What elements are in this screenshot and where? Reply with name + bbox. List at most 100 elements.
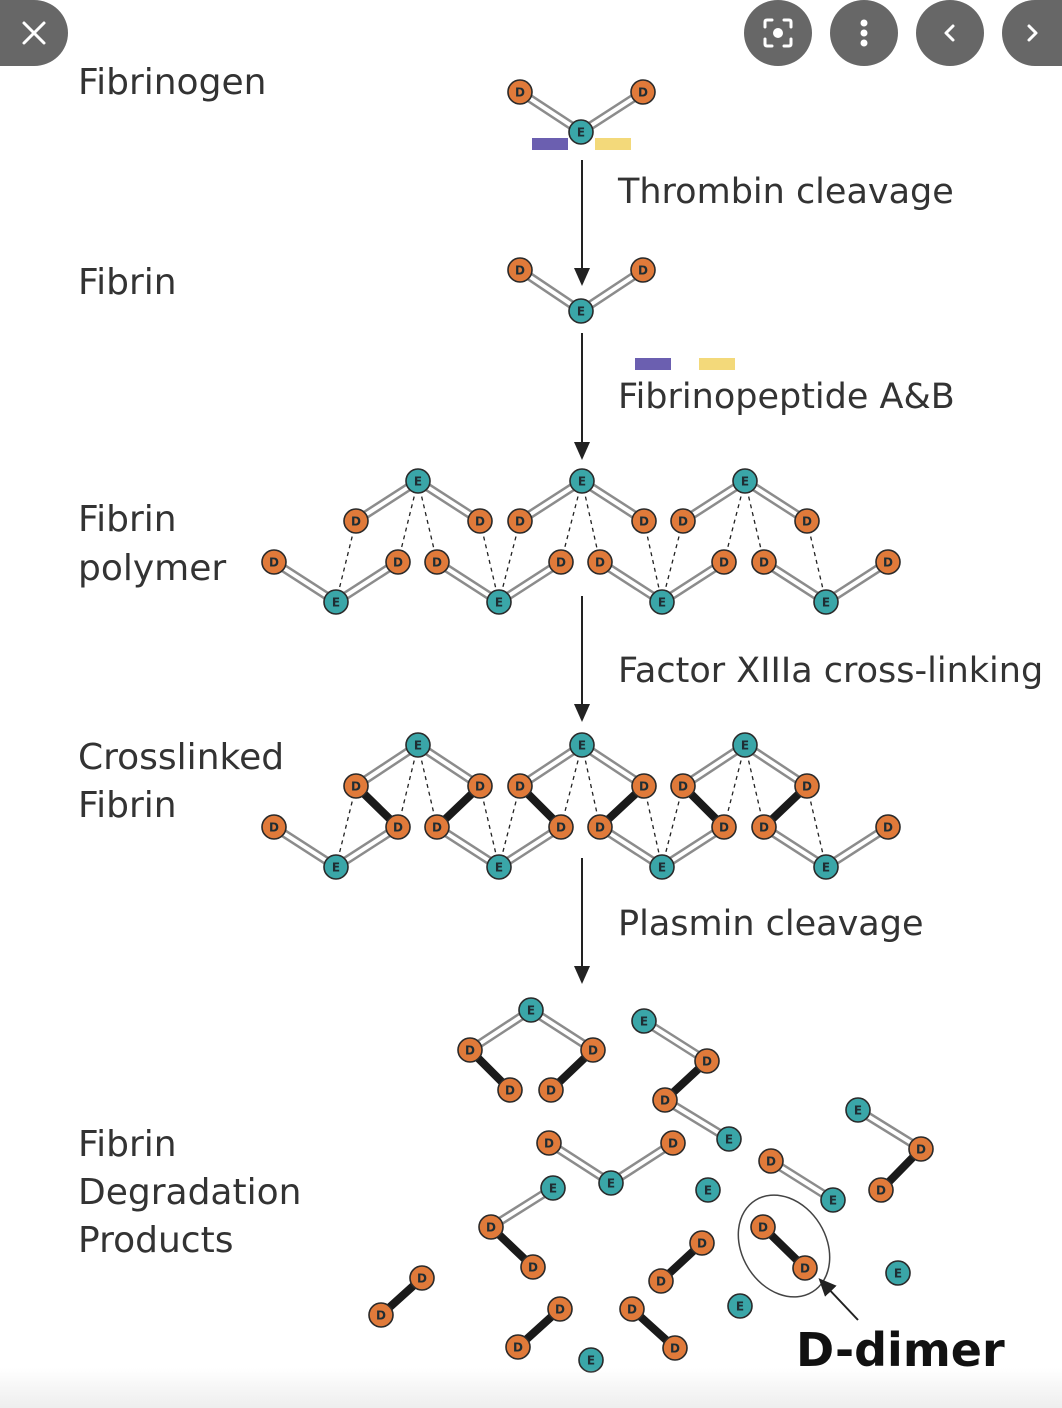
d-domain xyxy=(343,508,369,534)
d-domain xyxy=(630,257,656,283)
d-domain-letter: D xyxy=(670,1342,680,1356)
d-domain-letter: D xyxy=(544,1137,554,1151)
d-domain xyxy=(908,1136,934,1162)
d-domain-letter: D xyxy=(802,780,812,794)
ddimer-highlight-ellipse xyxy=(737,1194,831,1298)
d-domain xyxy=(580,1037,606,1063)
noncovalent-link xyxy=(744,744,765,828)
noncovalent-link xyxy=(661,785,684,868)
d-domain-letter: D xyxy=(595,556,605,570)
d-domain xyxy=(630,79,656,105)
d-domain-letter: D xyxy=(595,821,605,835)
noncovalent-link xyxy=(661,520,684,603)
d-domain xyxy=(711,549,737,575)
d-domain xyxy=(424,549,450,575)
e-domain-letter: E xyxy=(704,1184,712,1198)
e-domain xyxy=(631,1008,657,1034)
d-domain-letter: D xyxy=(475,780,485,794)
e-domain xyxy=(405,468,431,494)
d-domain-letter: D xyxy=(515,515,525,529)
noncovalent-link xyxy=(581,744,601,828)
e-domain xyxy=(323,589,349,615)
noncovalent-link xyxy=(744,480,765,563)
d-domain-letter: D xyxy=(656,1275,666,1289)
d-domain-letter: D xyxy=(588,1044,598,1058)
e-domain xyxy=(813,854,839,880)
d-domain xyxy=(507,773,533,799)
e-domain-letter: E xyxy=(549,1182,557,1196)
noncovalent-link xyxy=(723,744,746,828)
noncovalent-link xyxy=(581,480,601,563)
d-domain xyxy=(409,1265,435,1291)
e-domain xyxy=(486,854,512,880)
e-domain-letter: E xyxy=(725,1133,733,1147)
e-domain-letter: E xyxy=(607,1177,615,1191)
d-domain-letter: D xyxy=(432,556,442,570)
d-domain-letter: D xyxy=(515,264,525,278)
d-domain xyxy=(619,1296,645,1322)
d-domain xyxy=(368,1302,394,1328)
d-domain-letter: D xyxy=(555,1303,565,1317)
d-domain-letter: D xyxy=(351,515,361,529)
d-domain-letter: D xyxy=(758,1221,768,1235)
e-domain-letter: E xyxy=(640,1015,648,1029)
e-domain xyxy=(568,298,594,324)
d-domain xyxy=(660,1130,686,1156)
d-domain xyxy=(507,257,533,283)
e-domain-letter: E xyxy=(854,1104,862,1118)
stage-label-crosslinked-line2: Fibrin xyxy=(78,785,177,826)
d-domain xyxy=(794,508,820,534)
fibrinopeptide-b-bar xyxy=(699,358,735,370)
d-domain-letter: D xyxy=(883,556,893,570)
d-domain-letter: D xyxy=(351,780,361,794)
d-domain xyxy=(548,814,574,840)
d-domain xyxy=(457,1037,483,1063)
d-domain-letter: D xyxy=(639,515,649,529)
d-domain xyxy=(670,508,696,534)
d-domain xyxy=(261,549,287,575)
d-domain xyxy=(751,549,777,575)
d-domain-letter: D xyxy=(432,821,442,835)
e-domain xyxy=(727,1293,753,1319)
e-domain-letter: E xyxy=(822,861,830,875)
noncovalent-link xyxy=(417,480,438,563)
d-domain-letter: D xyxy=(759,821,769,835)
d-domain-letter: D xyxy=(766,1155,776,1169)
noncovalent-link xyxy=(723,480,746,563)
d-domain-letter: D xyxy=(393,556,403,570)
d-domain xyxy=(792,1255,818,1281)
d-domain xyxy=(875,814,901,840)
previous-image-button[interactable] xyxy=(916,0,984,66)
d-domain xyxy=(536,1130,562,1156)
lens-button[interactable] xyxy=(744,0,812,66)
noncovalent-link xyxy=(479,520,500,603)
d-domain-letter: D xyxy=(556,821,566,835)
ddimer-pointer-arrow xyxy=(818,1278,859,1321)
more-options-button[interactable] xyxy=(830,0,898,66)
d-domain-letter: D xyxy=(916,1143,926,1157)
d-domain-letter: D xyxy=(759,556,769,570)
close-button[interactable] xyxy=(0,0,68,66)
d-domain xyxy=(520,1254,546,1280)
d-domain-letter: D xyxy=(678,780,688,794)
d-domain xyxy=(631,508,657,534)
fibrinopeptide-b-bar xyxy=(595,138,631,150)
d-domain-letter: D xyxy=(638,86,648,100)
d-domain xyxy=(587,814,613,840)
d-domain xyxy=(662,1335,688,1361)
d-domain xyxy=(497,1077,523,1103)
chevron-right-icon xyxy=(1027,24,1038,42)
d-domain-letter: D xyxy=(528,1261,538,1275)
d-domain xyxy=(507,508,533,534)
d-domain xyxy=(648,1268,674,1294)
more-vertical-icon xyxy=(860,19,868,47)
d-domain xyxy=(505,1334,531,1360)
d-domain xyxy=(467,508,493,534)
fibrinopeptide-a-bar xyxy=(532,138,568,150)
next-image-button[interactable] xyxy=(1002,0,1062,66)
d-domain-letter: D xyxy=(376,1309,386,1323)
close-icon xyxy=(22,21,46,45)
e-domain-letter: E xyxy=(587,1354,595,1368)
d-domain xyxy=(385,549,411,575)
